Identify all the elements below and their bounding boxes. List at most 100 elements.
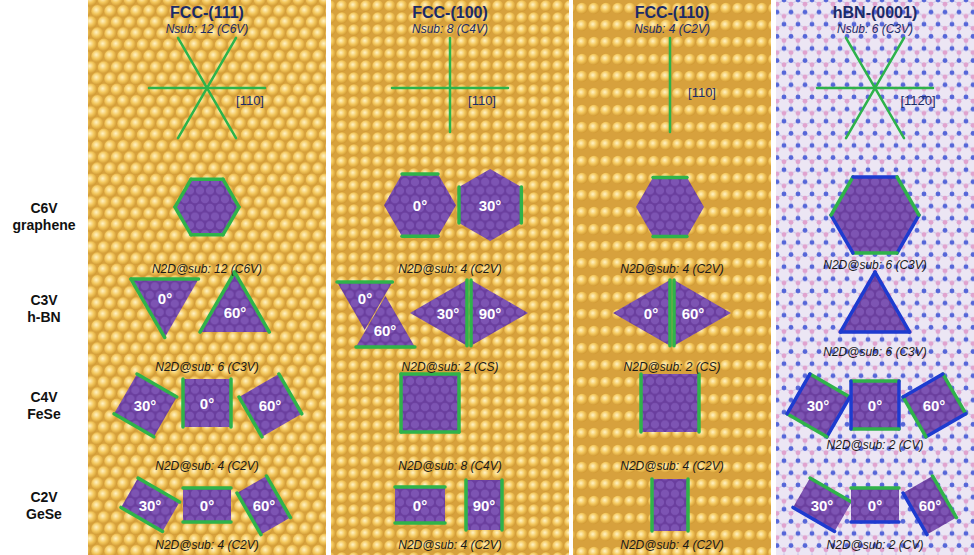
row-label: C2V (30, 489, 57, 505)
flake-shape: 60° (899, 472, 960, 539)
symmetry-count-label-holder: N2D@sub: 4 (C2V) (155, 538, 259, 552)
flake-edge (697, 374, 701, 432)
flake-edge (653, 176, 687, 180)
flake-shape: 30° (789, 474, 856, 535)
flake-shape: 90° (467, 276, 532, 350)
symmetry-count-label: N2D@sub: 4 (C2V) (155, 538, 259, 552)
flake-edge (851, 427, 899, 431)
flake-fill (471, 280, 528, 346)
flake-edge (849, 381, 853, 429)
flake-shape (652, 479, 688, 531)
flake-edge (851, 379, 899, 383)
symmetry-count-label-holder: N2D@sub: 4 (C2V) (398, 538, 502, 552)
mirror-axis (178, 38, 236, 138)
flake-edge (787, 413, 827, 436)
flake-edge (183, 486, 231, 490)
flake-edge (337, 280, 392, 284)
panel-title: FCC-(111) (88, 4, 326, 22)
row-label: GeSe (26, 506, 62, 522)
substrate-lattice (573, 0, 771, 555)
mirror-axis (449, 38, 452, 132)
flake-edge (278, 374, 301, 414)
flake-fill (831, 177, 919, 253)
direction-label: [110] (688, 85, 716, 100)
flake-edge (183, 520, 231, 524)
flake-shape: 0° (179, 484, 235, 526)
flake-shape: 0° (391, 483, 449, 527)
flake-shape (840, 272, 909, 332)
flake-edge (926, 413, 966, 436)
flake-edge (897, 177, 919, 215)
flake-fill (652, 479, 688, 531)
flake-edge (903, 374, 943, 397)
symmetry-count: Nsub: 12 (C6V) (88, 22, 326, 36)
panel-title: FCC-(110) (573, 4, 771, 22)
angle-holder: 0° (358, 290, 372, 307)
flake-edge (457, 187, 461, 223)
flake-shape (401, 374, 459, 432)
angle-holder: 0° (413, 497, 427, 514)
flake-edge (668, 280, 672, 346)
substrate-lattice (88, 0, 326, 555)
flake-edge (897, 381, 901, 429)
direction-label: [110] (236, 93, 264, 108)
flake-edge (181, 379, 185, 427)
flake-edge (131, 277, 199, 281)
flake-outline (127, 275, 203, 342)
flake-edge (853, 251, 897, 255)
row-label-holder: h-BN (27, 309, 60, 325)
flake-edge (787, 374, 810, 414)
angle-label: 30° (437, 304, 460, 321)
angle-label: 60° (253, 496, 276, 513)
symmetry-count-label: N2D@sub: 4 (C2V) (620, 262, 724, 276)
angle-holder: 30° (811, 496, 834, 513)
symmetry-count-label-holder: N2D@sub: 4 (C2V) (620, 459, 724, 473)
flake-edge (457, 374, 461, 432)
flake-shape: 0° (380, 170, 460, 240)
flake-edge (399, 374, 403, 432)
flake-edge (840, 330, 909, 334)
flake-edge (137, 374, 177, 397)
flake-shape: 30° (117, 474, 184, 535)
flake-fill (239, 374, 302, 437)
flake-edge (223, 207, 239, 235)
flake-fill (395, 487, 445, 523)
angle-label: 0° (644, 304, 658, 321)
angle-label: 0° (413, 196, 427, 213)
flake-edge (200, 272, 235, 332)
flake-shape: 60° (899, 370, 970, 441)
flake-edge (519, 187, 523, 223)
flake-shape (175, 179, 239, 234)
flake-fill (401, 374, 459, 432)
symmetry-count-label-holder: N2D@sub: 2 (CS) (402, 360, 499, 374)
symmetry-count-label-holder: N2D@sub: 6 (C3V) (155, 360, 259, 374)
angle-holder: 60° (224, 304, 247, 321)
mirror-axis (392, 87, 508, 90)
symmetry-count-label-holder: N2D@sub: 4 (C2V) (620, 538, 724, 552)
flake-edge (851, 486, 899, 490)
flake-edge (831, 177, 853, 215)
flake-fill (410, 280, 467, 346)
flake-fill (183, 379, 231, 427)
angle-label: 30° (811, 496, 834, 513)
row-label-holder: C6V (30, 200, 57, 216)
flake-fill (787, 374, 850, 437)
symmetry-count-label: N2D@sub: 12 (C6V) (152, 262, 262, 276)
symmetry-count: Nsub: 8 (C4V) (331, 22, 569, 36)
flake-edge (469, 280, 473, 346)
mirror-axis (178, 38, 236, 138)
flake-edge (395, 485, 445, 489)
flake-fill (466, 480, 502, 530)
symmetry-count-label-holder: N2D@sub: 2 (CS) (624, 360, 721, 374)
flake-shape (636, 178, 704, 237)
flake-fill (851, 488, 899, 522)
symmetry-count-label-holder: N2D@sub: 6 (C3V) (823, 345, 927, 359)
angle-label: 60° (259, 396, 282, 413)
flake-shape: 60° (196, 268, 273, 336)
symmetry-count-label-holder: N2D@sub: 4 (C2V) (398, 262, 502, 276)
flake-fill (903, 374, 966, 437)
symmetry-count-label: N2D@sub: 6 (C3V) (823, 258, 927, 272)
flake-shape: 0° (127, 275, 203, 342)
angle-holder: 0° (868, 397, 882, 414)
flake-fill (674, 280, 731, 346)
